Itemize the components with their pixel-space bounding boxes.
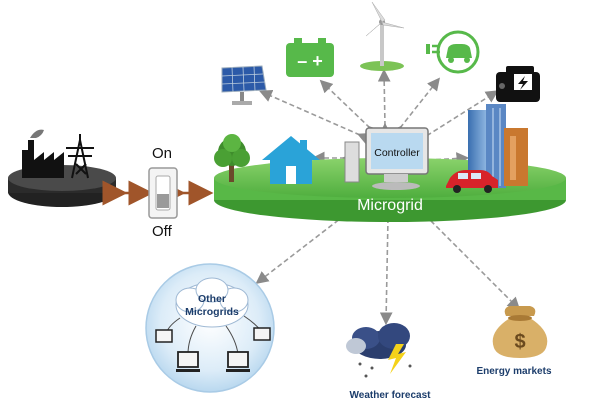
storm-cloud-icon: [346, 323, 412, 378]
generator-icon: [496, 66, 540, 102]
ev-charger-icon: [426, 30, 480, 74]
money-bag-icon: [492, 306, 548, 358]
factory-icon: [8, 129, 116, 207]
solar-panel-icon: [221, 65, 267, 105]
energy-markets-label: Energy markets: [476, 366, 551, 377]
dollar-sign: $: [514, 331, 525, 353]
power-tower-icon: [66, 134, 94, 179]
other-microgrids-label-1: Other: [198, 293, 226, 305]
computer-icon: [155, 327, 271, 372]
wind-turbine-icon: [360, 1, 405, 71]
house-icon: [262, 136, 320, 184]
controller-label: Controller: [374, 147, 420, 159]
other-microgrids-group: [145, 263, 275, 393]
other-microgrids-label-2: Microgrids: [185, 306, 239, 318]
controller-computer-icon: [344, 127, 429, 190]
switch-on-label: On: [152, 145, 172, 162]
battery-symbols: – +: [297, 51, 323, 71]
switch-off-label: Off: [152, 223, 173, 240]
tree-icon: [214, 134, 250, 182]
microgrid-label: Microgrid: [357, 197, 423, 214]
buildings-icon: [468, 104, 528, 188]
cloud-icon: [175, 277, 249, 328]
switch-icon: [148, 167, 178, 219]
connection-arrows: [255, 68, 521, 326]
car-icon: [446, 170, 498, 193]
battery-icon: [286, 38, 334, 77]
weather-forecast-label: Weather forecast: [350, 390, 432, 401]
